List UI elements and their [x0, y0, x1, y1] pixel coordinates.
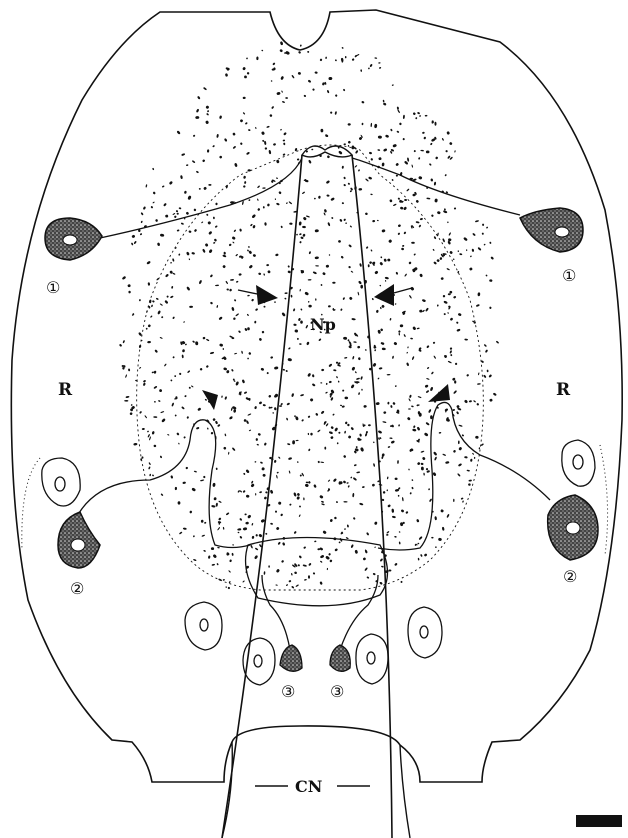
- label-r-right: R: [556, 380, 571, 400]
- label-r-left: R: [58, 380, 73, 400]
- neuron1-left-soma: [45, 218, 102, 260]
- scale-bar: [576, 815, 622, 827]
- label-neuron3-left: ③: [281, 682, 295, 701]
- arrowhead-icon: [428, 384, 450, 402]
- label-neuron1-right: ①: [562, 266, 576, 285]
- neuron3-left-axon: [262, 575, 290, 650]
- edge-dots-left: [22, 458, 40, 550]
- neuron3-left-soma: [280, 645, 302, 671]
- edge-dots-right: [600, 445, 608, 555]
- arrow-icon: [374, 284, 412, 306]
- central-tract-left: [222, 155, 302, 838]
- label-neuron2-right: ②: [563, 567, 577, 586]
- neuron2-right-soma: [548, 495, 598, 560]
- neuron3-right-axon: [340, 575, 378, 650]
- neuron2-right-axon: [378, 402, 550, 550]
- label-neuron3-right: ③: [330, 682, 344, 701]
- label-neuron1-left: ①: [46, 278, 60, 297]
- arrow-icon: [238, 285, 278, 305]
- neuron1-right-soma: [520, 208, 583, 252]
- arrowhead-icon: [202, 390, 218, 410]
- label-np: Np: [310, 315, 336, 334]
- neuron1-left-axon: [100, 158, 302, 238]
- tract-top-loop: [302, 146, 352, 157]
- neuron1-right-axon: [352, 158, 520, 215]
- ganglion-outline: [11, 10, 622, 782]
- commissure-ring: [246, 538, 388, 606]
- neuron3-right-soma: [330, 645, 350, 671]
- neuron2-left-soma: [58, 512, 100, 568]
- neuropil-boundary: [137, 145, 484, 590]
- label-cn: CN: [295, 777, 322, 796]
- unstained-cells: [42, 440, 595, 685]
- label-neuron2-left: ②: [70, 579, 84, 598]
